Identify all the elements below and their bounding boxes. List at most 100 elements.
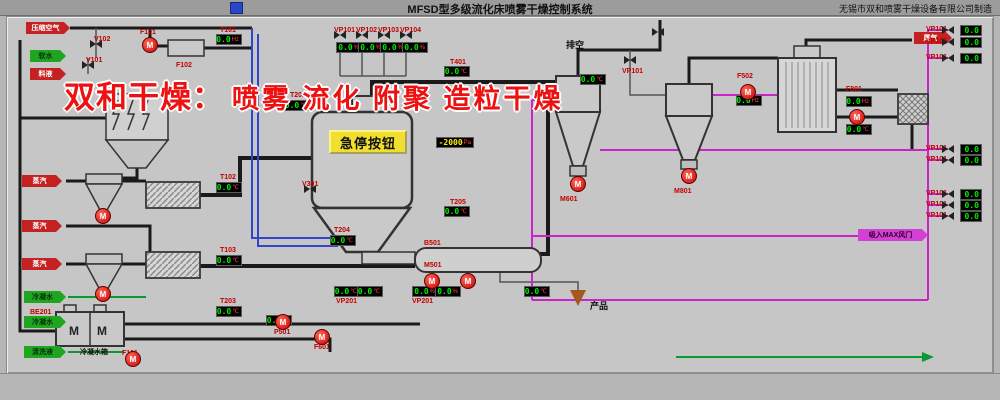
value-display: 0.0 [960,144,982,155]
valve-icon[interactable] [652,28,664,36]
equipment-label: VP101 [334,27,356,34]
motor-pump-icon[interactable]: M [275,314,291,330]
valve-icon[interactable] [378,31,390,39]
display-value: 0.0 [444,66,460,76]
equipment-label: T101 [220,27,236,34]
valve-icon[interactable] [304,185,316,193]
display-value: 0.0 [382,42,397,52]
equipment-label: B501 [424,240,441,247]
valve-icon[interactable] [942,54,954,62]
valve-icon[interactable] [942,212,954,220]
equipment-label: VP101 [926,54,948,61]
valve-icon[interactable] [90,40,102,48]
title-bar: MFSD型多级流化床喷雾干燥控制系统 无锡市双和喷雾干燥设备有限公司制造 [0,0,1000,16]
valve-icon[interactable] [356,31,368,39]
display-value: 0.0 [404,42,419,52]
equipment-label: VP101 [926,26,948,33]
stream-tag: 冷凝水 [24,291,66,303]
condenser [777,57,837,133]
equipment-label: VP104 [400,27,422,34]
display-unit: ℃ [862,126,869,133]
stream-tag: 蒸汽 [22,220,62,232]
equipment-label: M601 [560,196,578,203]
fan-f102-box [167,39,205,57]
company-label: 无锡市双和喷雾干燥设备有限公司制造 [838,4,992,14]
value-display: 0.0℃ [216,306,242,317]
equipment-label: M [69,324,79,338]
equipment-label: F101 [140,29,156,36]
display-unit: % [375,44,381,51]
equipment-label: T102 [220,174,236,181]
stream-tag: 蒸汽 [22,175,62,187]
equipment-label: M501 [424,262,442,269]
display-unit: Hz [231,36,239,43]
display-value: 0.0 [216,182,232,192]
motor-pump-icon[interactable]: M [95,208,111,224]
display-unit: % [419,44,425,51]
motor-pump-icon[interactable]: M [681,168,697,184]
condenser-tubes [785,62,829,128]
equipment-label: V101 [86,57,103,64]
black-pipes [18,20,914,352]
emergency-stop-button[interactable]: 急停按钮 [329,130,407,154]
motor-pump-icon[interactable]: M [849,109,865,125]
display-unit: ℃ [373,288,380,295]
equipment-label: VP101 [622,68,644,75]
valve-icon[interactable] [942,38,954,46]
equipment-label: T205 [450,199,466,206]
value-display: 0.0℃ [580,74,606,85]
motor-pump-icon[interactable]: M [314,329,330,345]
display-value: 0.0 [216,34,231,44]
valve-icon[interactable] [624,56,636,64]
value-display: 0.0℃ [524,286,550,297]
display-value: 0.0 [964,53,979,63]
value-display: 0.0℃ [216,182,242,193]
display-value: 0.0 [964,25,979,35]
value-display: 0.0% [402,42,428,53]
equipment-label: M801 [674,188,692,195]
valve-icon[interactable] [942,26,954,34]
display-value: 0.0 [284,100,300,110]
display-unit: ℃ [232,257,239,264]
valve-icon[interactable] [942,145,954,153]
equipment-label: BE201 [30,309,52,316]
motor-pump-icon[interactable]: M [95,286,111,302]
value-display: 0.0℃ [216,255,242,266]
valve-icon[interactable] [942,201,954,209]
equipment-label: T204 [334,227,350,234]
equipment-label: T201 [290,92,306,99]
display-value: 0.0 [964,37,979,47]
display-value: 0.0 [444,206,460,216]
motor-pump-icon[interactable]: M [142,37,158,53]
display-value: 0.0 [216,255,232,265]
valve-icon[interactable] [334,31,346,39]
equipment-label: F102 [176,62,192,69]
equipment-label: VP101 [926,38,948,45]
equipment-label: 排空 [566,40,585,50]
valve-icon[interactable] [400,31,412,39]
display-unit: ℃ [346,237,353,244]
equipment-label: VP102 [356,27,378,34]
page-title: MFSD型多级流化床喷雾干燥控制系统 [407,4,593,16]
fluid-bed [414,247,542,273]
display-unit: ℃ [232,308,239,315]
display-value: 0.0 [524,286,540,296]
value-display: 0.0 [960,53,982,64]
valve-icon[interactable] [942,190,954,198]
motor-pump-icon[interactable]: M [125,351,141,367]
motor-pump-icon[interactable]: M [570,176,586,192]
display-value: 0.0 [216,306,232,316]
display-value: 0.0 [334,286,350,296]
valve-icon[interactable] [942,156,954,164]
window-icon [230,2,243,14]
valve-icon[interactable] [82,61,94,69]
motor-pump-icon[interactable]: M [424,273,440,289]
display-unit: ℃ [300,102,307,109]
control-bar: 3 清洗等待状态 自动开始自动停止消 报警音喷 雾CIP喷雾设置清洗设置 [0,373,1000,400]
equipment-label: VP201 [336,298,358,305]
motor-pump-icon[interactable]: M [460,273,476,289]
motor-pump-icon[interactable]: M [740,84,756,100]
value-display: 0.0 [960,189,982,200]
